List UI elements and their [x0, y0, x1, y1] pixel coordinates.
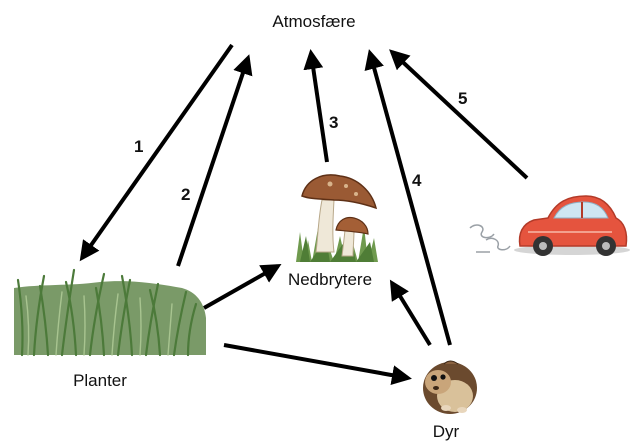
arrow-1 — [82, 45, 232, 258]
hamster-icon — [423, 361, 477, 414]
arrow-3-label: 3 — [329, 113, 338, 132]
arrow-plants-animals — [224, 345, 408, 378]
grass-icon — [14, 270, 206, 355]
atmosphere-label: Atmosfære — [272, 12, 355, 31]
arrow-animals-decomposers — [392, 283, 430, 345]
arrow-1-label: 1 — [134, 137, 143, 156]
decomposers-label: Nedbrytere — [288, 270, 372, 289]
arrow-3 — [311, 53, 327, 162]
animals-label: Dyr — [433, 422, 460, 441]
arrow-5-label: 5 — [458, 89, 467, 108]
arrow-2-label: 2 — [181, 185, 190, 204]
arrow-plants-decomposers — [204, 266, 278, 308]
arrow-4-label: 4 — [412, 171, 422, 190]
arrow-2 — [178, 58, 248, 266]
plants-label: Planter — [73, 371, 127, 390]
car-icon — [470, 196, 630, 256]
arrow-5 — [392, 52, 527, 178]
mushroom-icon — [296, 175, 378, 262]
